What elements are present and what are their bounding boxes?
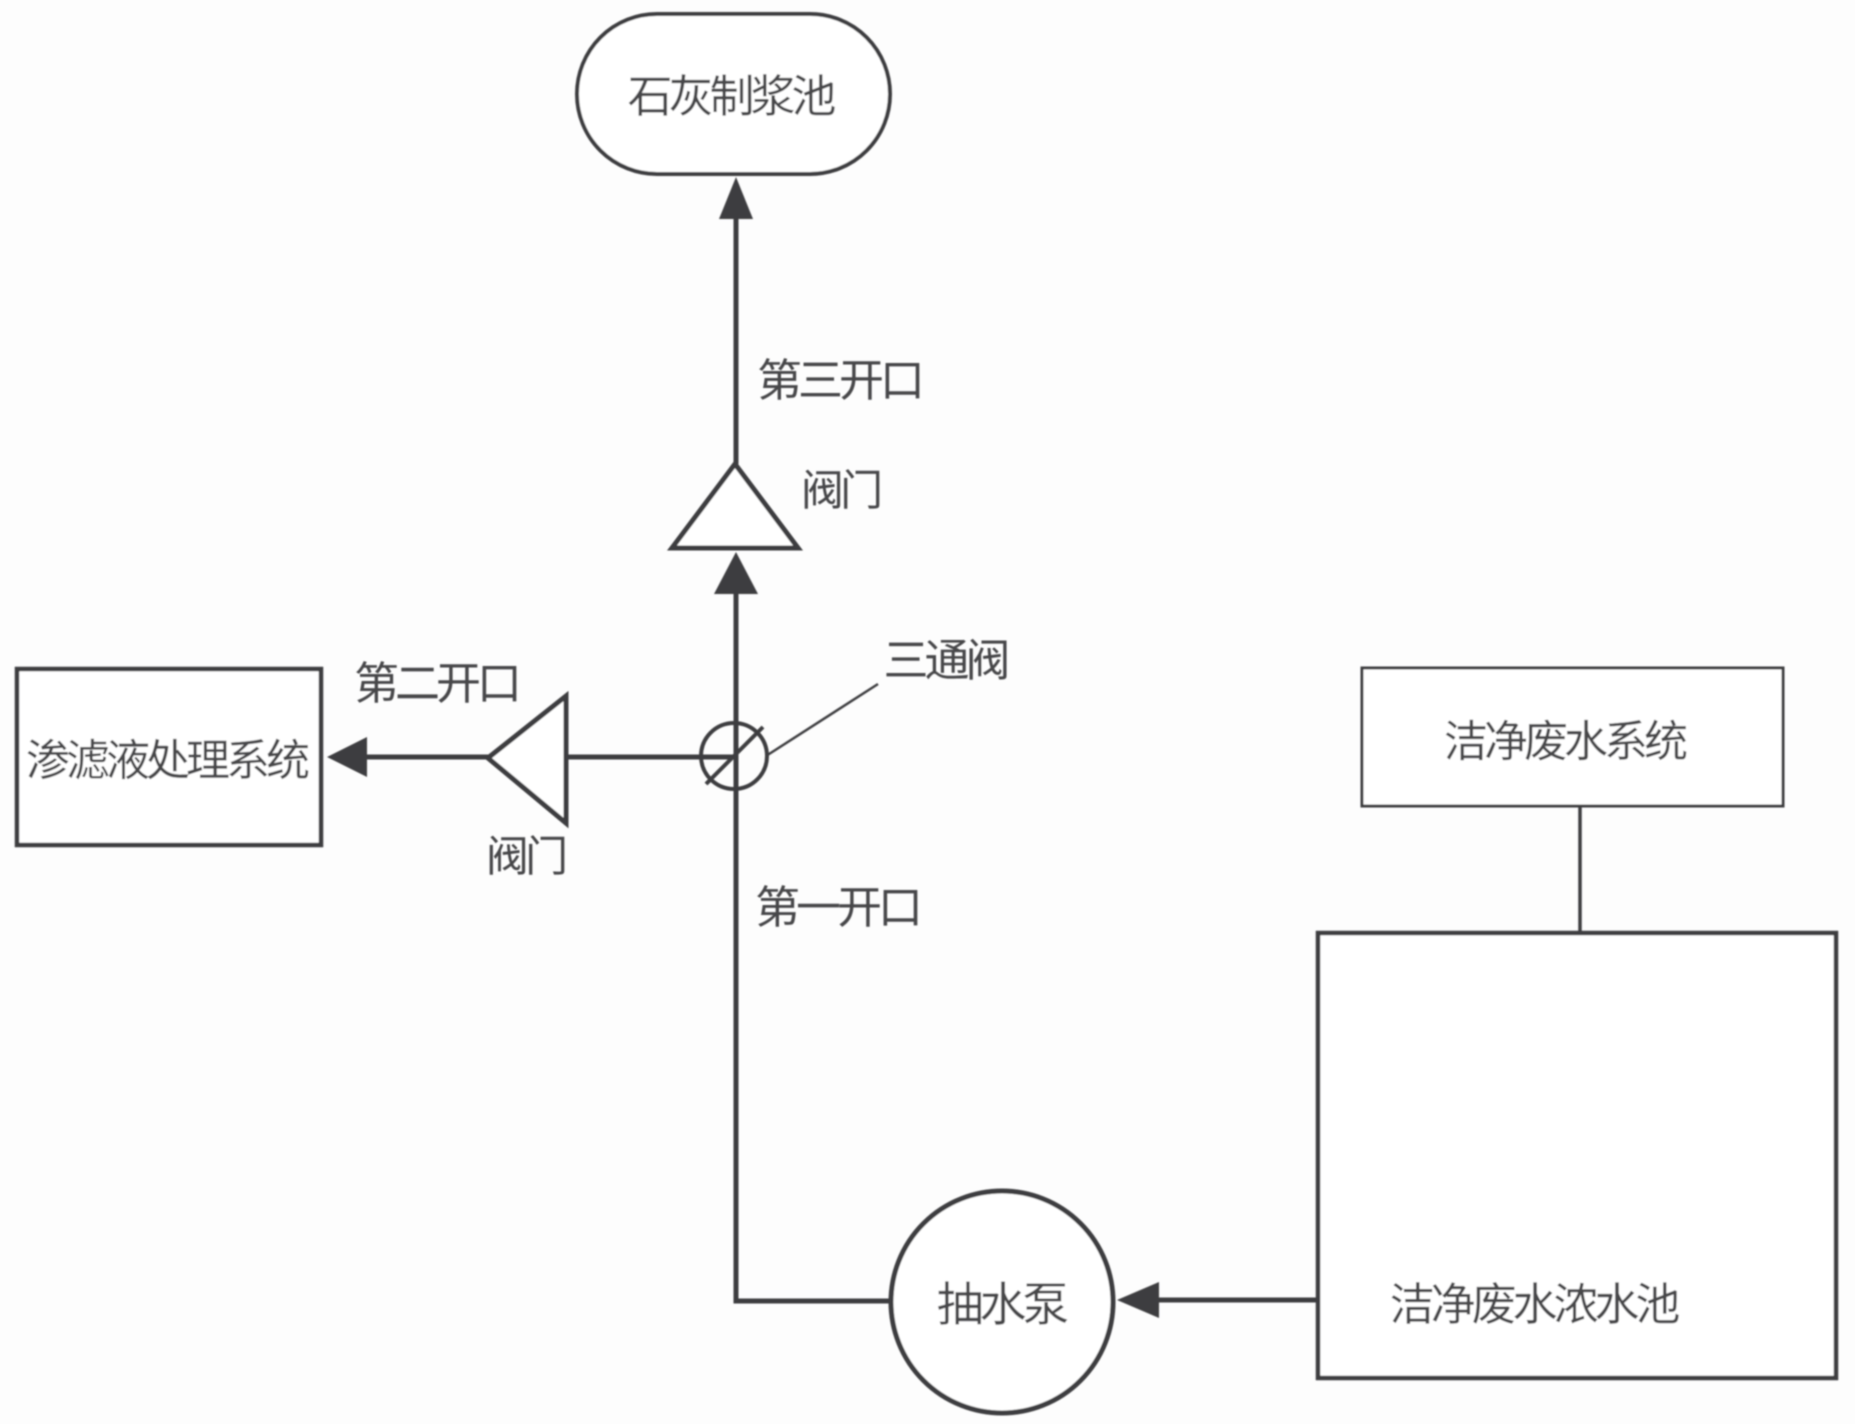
glyph-水: [1565, 719, 1607, 761]
glyph-废: [1473, 1282, 1515, 1324]
clean-wastewater-system-label: [1445, 719, 1687, 761]
glyph-水: [1514, 1282, 1557, 1324]
pump-feed-line: [1117, 1282, 1318, 1318]
clean-wastewater-system: [1360, 666, 1785, 808]
node-layer: [14, 12, 1839, 1416]
valve-top: [667, 459, 803, 551]
glyph-口: [885, 363, 920, 399]
glyph-三: [886, 642, 926, 677]
glyph-废: [1525, 719, 1566, 761]
glyph-开: [841, 361, 882, 400]
main-run-line-path: [733, 594, 891, 1304]
glyph-门: [529, 835, 565, 875]
glyph-门: [844, 469, 880, 509]
glyph-开: [438, 664, 479, 703]
lime-slurry-pool: [575, 12, 892, 176]
lime-slurry-pool-label: [628, 74, 835, 116]
glyph-泵: [1024, 1283, 1068, 1325]
three-way-valve-label: [886, 638, 1007, 680]
third-opening-label: [759, 358, 920, 400]
glyph-水: [1596, 1282, 1639, 1324]
glyph-一: [797, 903, 840, 908]
treatment-feed-line-arrowhead: [327, 737, 367, 777]
glyph-口: [883, 890, 918, 926]
glyph-水: [981, 1281, 1026, 1325]
glyph-系: [229, 739, 268, 779]
pump-feed-line-arrowhead: [1117, 1282, 1159, 1318]
glyph-滤: [67, 738, 109, 780]
valve-left-outline: [484, 690, 569, 829]
leachate-treatment-system-label: [27, 738, 309, 780]
glyph-石: [628, 77, 670, 116]
glyph-统: [267, 738, 309, 780]
stadium-feed-line: [719, 177, 753, 464]
valve-top-outline: [667, 459, 803, 551]
clean-wastewater-concentrate-pool: [1315, 930, 1839, 1381]
water-pump: [888, 1188, 1116, 1416]
glyph-洁: [1391, 1282, 1433, 1324]
three-way-valve-pointer-line: [765, 682, 879, 758]
glyph-开: [839, 888, 880, 927]
glyph-阀: [969, 638, 1007, 680]
glyph-三: [800, 362, 841, 397]
valve-left: [484, 690, 569, 829]
valve-left-label: [489, 835, 565, 875]
glyph-池: [1637, 1282, 1679, 1324]
glyph-灰: [670, 74, 712, 116]
glyph-处: [147, 738, 189, 780]
glyph-口: [482, 666, 517, 702]
three-way-valve: [699, 721, 769, 791]
glyph-第: [757, 885, 798, 927]
glyph-第: [356, 661, 397, 703]
diagram-root: [14, 12, 1839, 1416]
clean-wastewater-concentrate-pool-label: [1391, 1282, 1679, 1324]
three-way-valve-pointer-line-path: [765, 682, 879, 758]
three-way-valve-outline: [699, 721, 769, 791]
glyph-阀: [489, 835, 526, 875]
glyph-理: [187, 740, 229, 778]
valve-top-label: [804, 469, 880, 509]
glyph-阀: [804, 469, 841, 509]
main-run-line-arrowhead: [714, 552, 758, 594]
glyph-洁: [1445, 719, 1486, 761]
three-way-valve-slash: [704, 725, 765, 786]
first-opening-label: [757, 885, 918, 927]
main-run-line: [714, 552, 891, 1304]
glyph-净: [1432, 1282, 1474, 1324]
glyph-浓: [1555, 1282, 1598, 1324]
leachate-treatment-system: [14, 666, 324, 848]
second-opening-label: [356, 661, 517, 703]
label-layer: [356, 358, 1007, 927]
glyph-渗: [27, 738, 69, 780]
leachate-treatment-system-outline: [14, 666, 324, 848]
glyph-第: [759, 358, 800, 400]
glyph-制: [711, 74, 752, 116]
glyph-浆: [752, 74, 794, 116]
glyph-系: [1607, 720, 1646, 760]
glyph-液: [107, 738, 149, 780]
glyph-二: [397, 667, 438, 699]
glyph-净: [1486, 719, 1527, 761]
stadium-feed-line-arrowhead: [719, 177, 753, 219]
glyph-池: [793, 74, 835, 116]
clean-wastewater-concentrate-pool-outline: [1315, 930, 1839, 1381]
lime-slurry-pool-outline: [575, 12, 892, 176]
glyph-通: [926, 639, 969, 680]
clean-wastewater-system-outline: [1360, 666, 1785, 808]
glyph-统: [1645, 719, 1687, 761]
